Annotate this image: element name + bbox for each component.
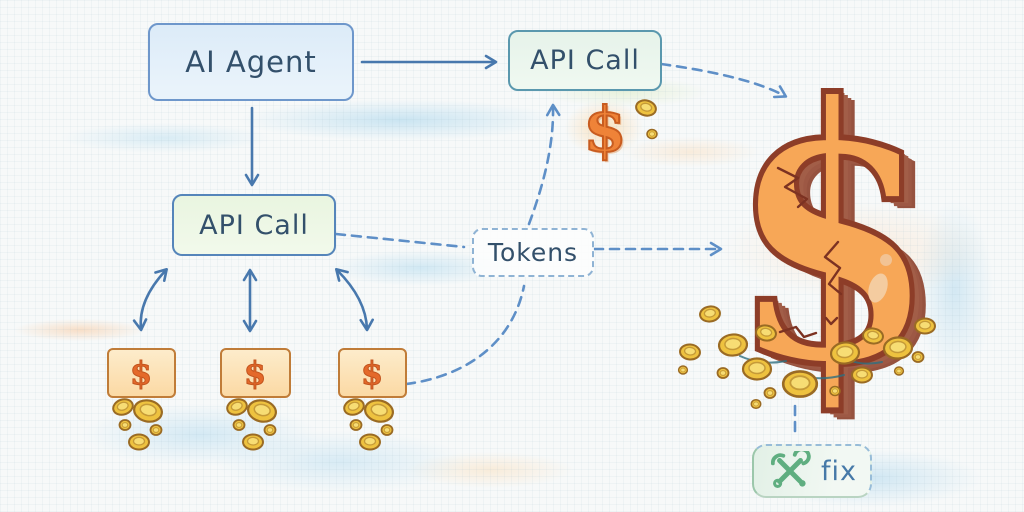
node-fix: fix bbox=[752, 444, 872, 498]
node-cost-box-3: $ bbox=[338, 348, 407, 398]
dollar-icon: $ bbox=[360, 354, 385, 393]
dollar-icon: $ bbox=[129, 354, 154, 393]
small-dollar-icon: $ bbox=[582, 92, 627, 167]
crossed-tools-icon bbox=[770, 451, 811, 488]
small-dollar-coins-icon bbox=[633, 97, 659, 140]
edge-cost-box-3-to-tokens bbox=[404, 284, 526, 386]
edge-api-call-mid-to-cost-box-1 bbox=[132, 267, 168, 332]
node-tokens: Tokens bbox=[472, 228, 594, 277]
big-dollar-sign: $ bbox=[726, 29, 939, 443]
edge-tokens-to-api-call-top bbox=[527, 103, 561, 226]
edge-api-call-mid-to-cost-box-3 bbox=[334, 267, 374, 332]
coin-falls bbox=[111, 397, 395, 450]
node-ai-agent: AI Agent bbox=[148, 23, 354, 101]
api-call-mid-label: API Call bbox=[199, 209, 309, 241]
node-cost-box-2: $ bbox=[220, 348, 291, 398]
edge-api-call-mid-to-tokens bbox=[334, 232, 466, 249]
tokens-label: Tokens bbox=[487, 238, 579, 267]
dollar-icon: $ bbox=[243, 354, 268, 393]
node-api-call-top: API Call bbox=[508, 30, 662, 91]
fix-label: fix bbox=[821, 455, 857, 487]
node-api-call-mid: API Call bbox=[172, 194, 336, 256]
ai-agent-label: AI Agent bbox=[185, 45, 317, 79]
node-cost-box-1: $ bbox=[107, 348, 176, 398]
api-call-top-label: API Call bbox=[530, 45, 640, 76]
